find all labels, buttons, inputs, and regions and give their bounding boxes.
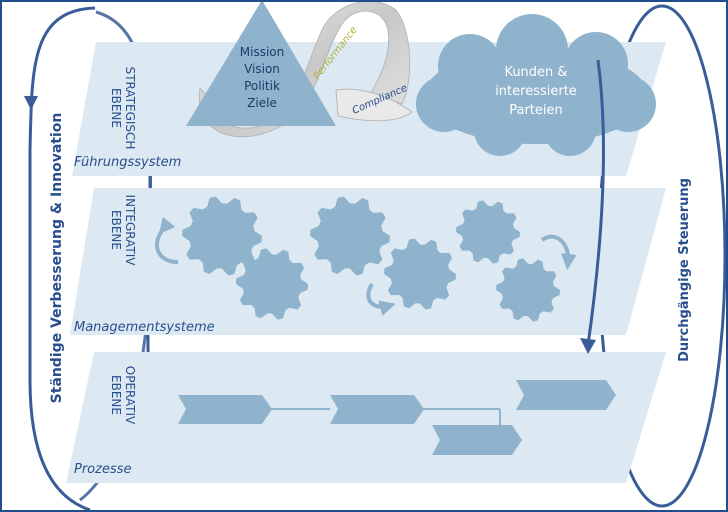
level-title-line2: STRATEGISCH <box>123 67 137 150</box>
triangle-text: Mission Vision Politik Ziele <box>240 45 284 110</box>
cloud-line-2: interessierte <box>495 84 577 99</box>
level-title-line2: OPERATIV <box>123 366 137 425</box>
gear-icon <box>456 200 520 264</box>
caption-managementsysteme: Managementsysteme <box>74 320 215 335</box>
rotation-arrow-icon <box>155 216 179 264</box>
right-loop-label: Durchgängige Steuerung <box>677 178 692 362</box>
level-title-line2: INTEGRATIV <box>123 195 137 267</box>
process-step <box>330 395 424 424</box>
left-loop-label: Ständige Verbesserung & Innovation <box>49 113 65 404</box>
cloud-line-3: Parteien <box>509 103 563 118</box>
level-title-integrative: EBENE INTEGRATIV <box>109 195 137 267</box>
caption-fuehrungssystem: Führungssystem <box>74 155 181 170</box>
right-loop-front <box>580 59 605 354</box>
level-title-strategic: EBENE STRATEGISCH <box>109 67 137 150</box>
rotation-arrow-icon <box>366 282 396 316</box>
management-system-gears <box>182 196 560 322</box>
rotation-arrow-icon <box>540 234 577 270</box>
left-loop-front <box>146 176 152 352</box>
gear-icon <box>310 196 390 276</box>
gear-icon <box>182 196 262 276</box>
caption-prozesse: Prozesse <box>74 462 132 477</box>
level-title-line1: EBENE <box>109 210 123 250</box>
level-title-operative: EBENE OPERATIV <box>109 366 137 425</box>
triangle-line-politik: Politik <box>244 79 280 93</box>
gear-icon <box>236 248 308 320</box>
goals-triangle <box>186 0 336 126</box>
process-step <box>432 425 522 455</box>
process-chain <box>178 380 616 455</box>
gear-icon <box>384 238 456 310</box>
process-step <box>178 395 272 424</box>
gear-icon <box>496 258 560 322</box>
cloud-text: Kunden & interessierte Parteien <box>495 65 577 118</box>
triangle-line-ziele: Ziele <box>247 96 277 110</box>
triangle-line-vision: Vision <box>244 62 280 76</box>
left-loop-arrow-icon <box>24 96 38 110</box>
stakeholder-cloud <box>416 14 656 156</box>
process-step <box>516 380 616 410</box>
right-loop-arrow-icon <box>580 338 596 354</box>
cloud-line-1: Kunden & <box>504 65 567 80</box>
level-title-line1: EBENE <box>109 375 123 415</box>
level-title-line1: EBENE <box>109 88 123 128</box>
triangle-line-mission: Mission <box>240 45 284 59</box>
